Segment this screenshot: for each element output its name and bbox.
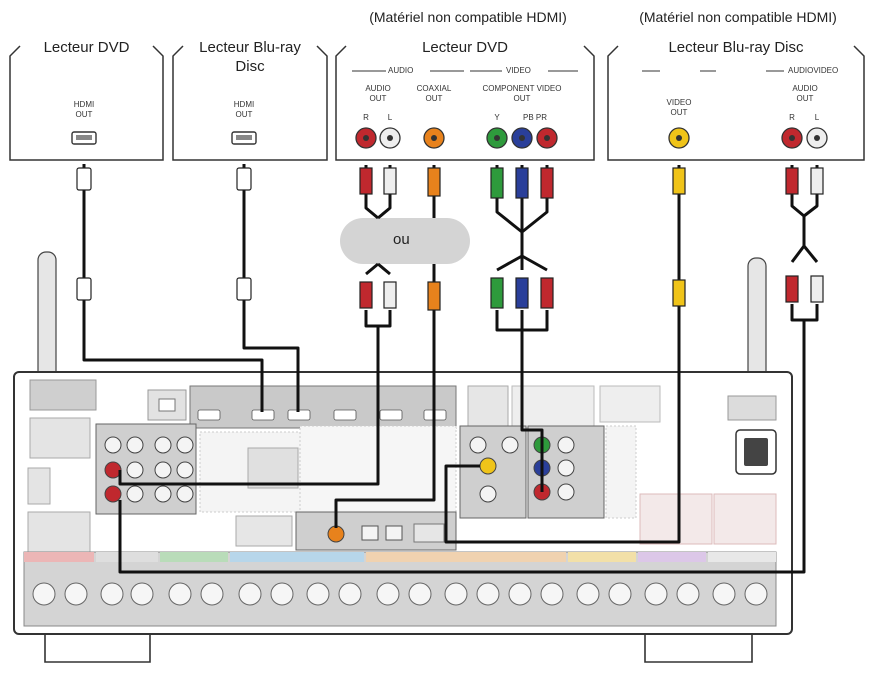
label-line: COAXIAL <box>416 84 452 93</box>
label-line: OUT <box>425 94 443 103</box>
label-line: OUT <box>670 108 688 117</box>
channel-y-label: Y <box>494 113 500 122</box>
dvd-hdmi-title: Lecteur DVD <box>43 39 130 56</box>
hdmi-input-port <box>197 409 221 421</box>
receiver-right-foot <box>644 634 753 663</box>
title-line: Disc <box>235 58 265 75</box>
cables <box>82 164 819 574</box>
hdmi-input-port <box>333 409 357 421</box>
alternative-label: ou <box>393 231 410 248</box>
dvd-legacy-title: Lecteur DVD <box>422 39 508 56</box>
bd-audio-out-label: AUDIO OUT <box>780 84 830 104</box>
receiver-audio-in-white <box>126 461 144 479</box>
cable-plugs <box>76 167 824 311</box>
alternative-bubble <box>340 218 470 264</box>
hdmi-out-port <box>231 131 257 145</box>
port-label-line: OUT <box>235 110 253 119</box>
receiver-left-foot <box>44 634 151 663</box>
dvd-hdmi-port-label: HDMI OUT <box>62 100 106 120</box>
video-out-label: VIDEO OUT <box>655 98 703 118</box>
receiver-audio-in-red-2 <box>104 485 122 503</box>
coaxial-out-label: COAXIAL OUT <box>406 84 462 104</box>
audio-section-label: AUDIO <box>388 66 414 75</box>
dvd-legacy-note: (Matériel non compatible HDMI) <box>369 9 567 25</box>
bluray-hdmi-title: Lecteur Blu-ray Disc <box>173 38 327 76</box>
bluray-hdmi-port-label: HDMI OUT <box>222 100 266 120</box>
av-receiver <box>13 251 793 663</box>
audio-out-label: AUDIO OUT <box>352 84 404 104</box>
bd-channel-l-label: L <box>814 113 820 122</box>
label-line: OUT <box>369 94 387 103</box>
bluray-hdmi-device <box>172 45 328 161</box>
receiver-audio-in-white-2 <box>126 485 144 503</box>
hdmi-input-strip <box>189 385 457 429</box>
title-line: Lecteur Blu-ray <box>199 39 301 56</box>
port-label-line: OUT <box>75 110 93 119</box>
channel-r-label: R <box>363 113 369 122</box>
channel-l-label: L <box>387 113 393 122</box>
component-out-label: COMPONENT VIDEO OUT <box>474 84 570 104</box>
label-line: COMPONENT VIDEO <box>482 84 562 93</box>
port-label-line: HDMI <box>233 100 255 109</box>
audio-video-section-label: AUDIOVIDEO <box>788 66 839 75</box>
bluray-legacy-note: (Matériel non compatible HDMI) <box>639 9 837 25</box>
bluray-legacy-title: Lecteur Blu-ray Disc <box>668 39 804 56</box>
label-line: OUT <box>513 94 531 103</box>
video-section-label: VIDEO <box>506 66 531 75</box>
label-line: VIDEO <box>666 98 692 107</box>
port-label-line: HDMI <box>73 100 95 109</box>
hdmi-input-port <box>379 409 403 421</box>
label-line: AUDIO <box>365 84 391 93</box>
label-line: AUDIO <box>792 84 818 93</box>
receiver-coaxial-in <box>327 525 345 543</box>
channel-pbpr-label: PB PR <box>522 113 547 122</box>
receiver-video-in-yellow <box>479 457 497 475</box>
dvd-hdmi-device <box>9 45 164 161</box>
label-line: OUT <box>796 94 814 103</box>
bd-channel-r-label: R <box>789 113 795 122</box>
hdmi-out-port <box>71 131 97 145</box>
